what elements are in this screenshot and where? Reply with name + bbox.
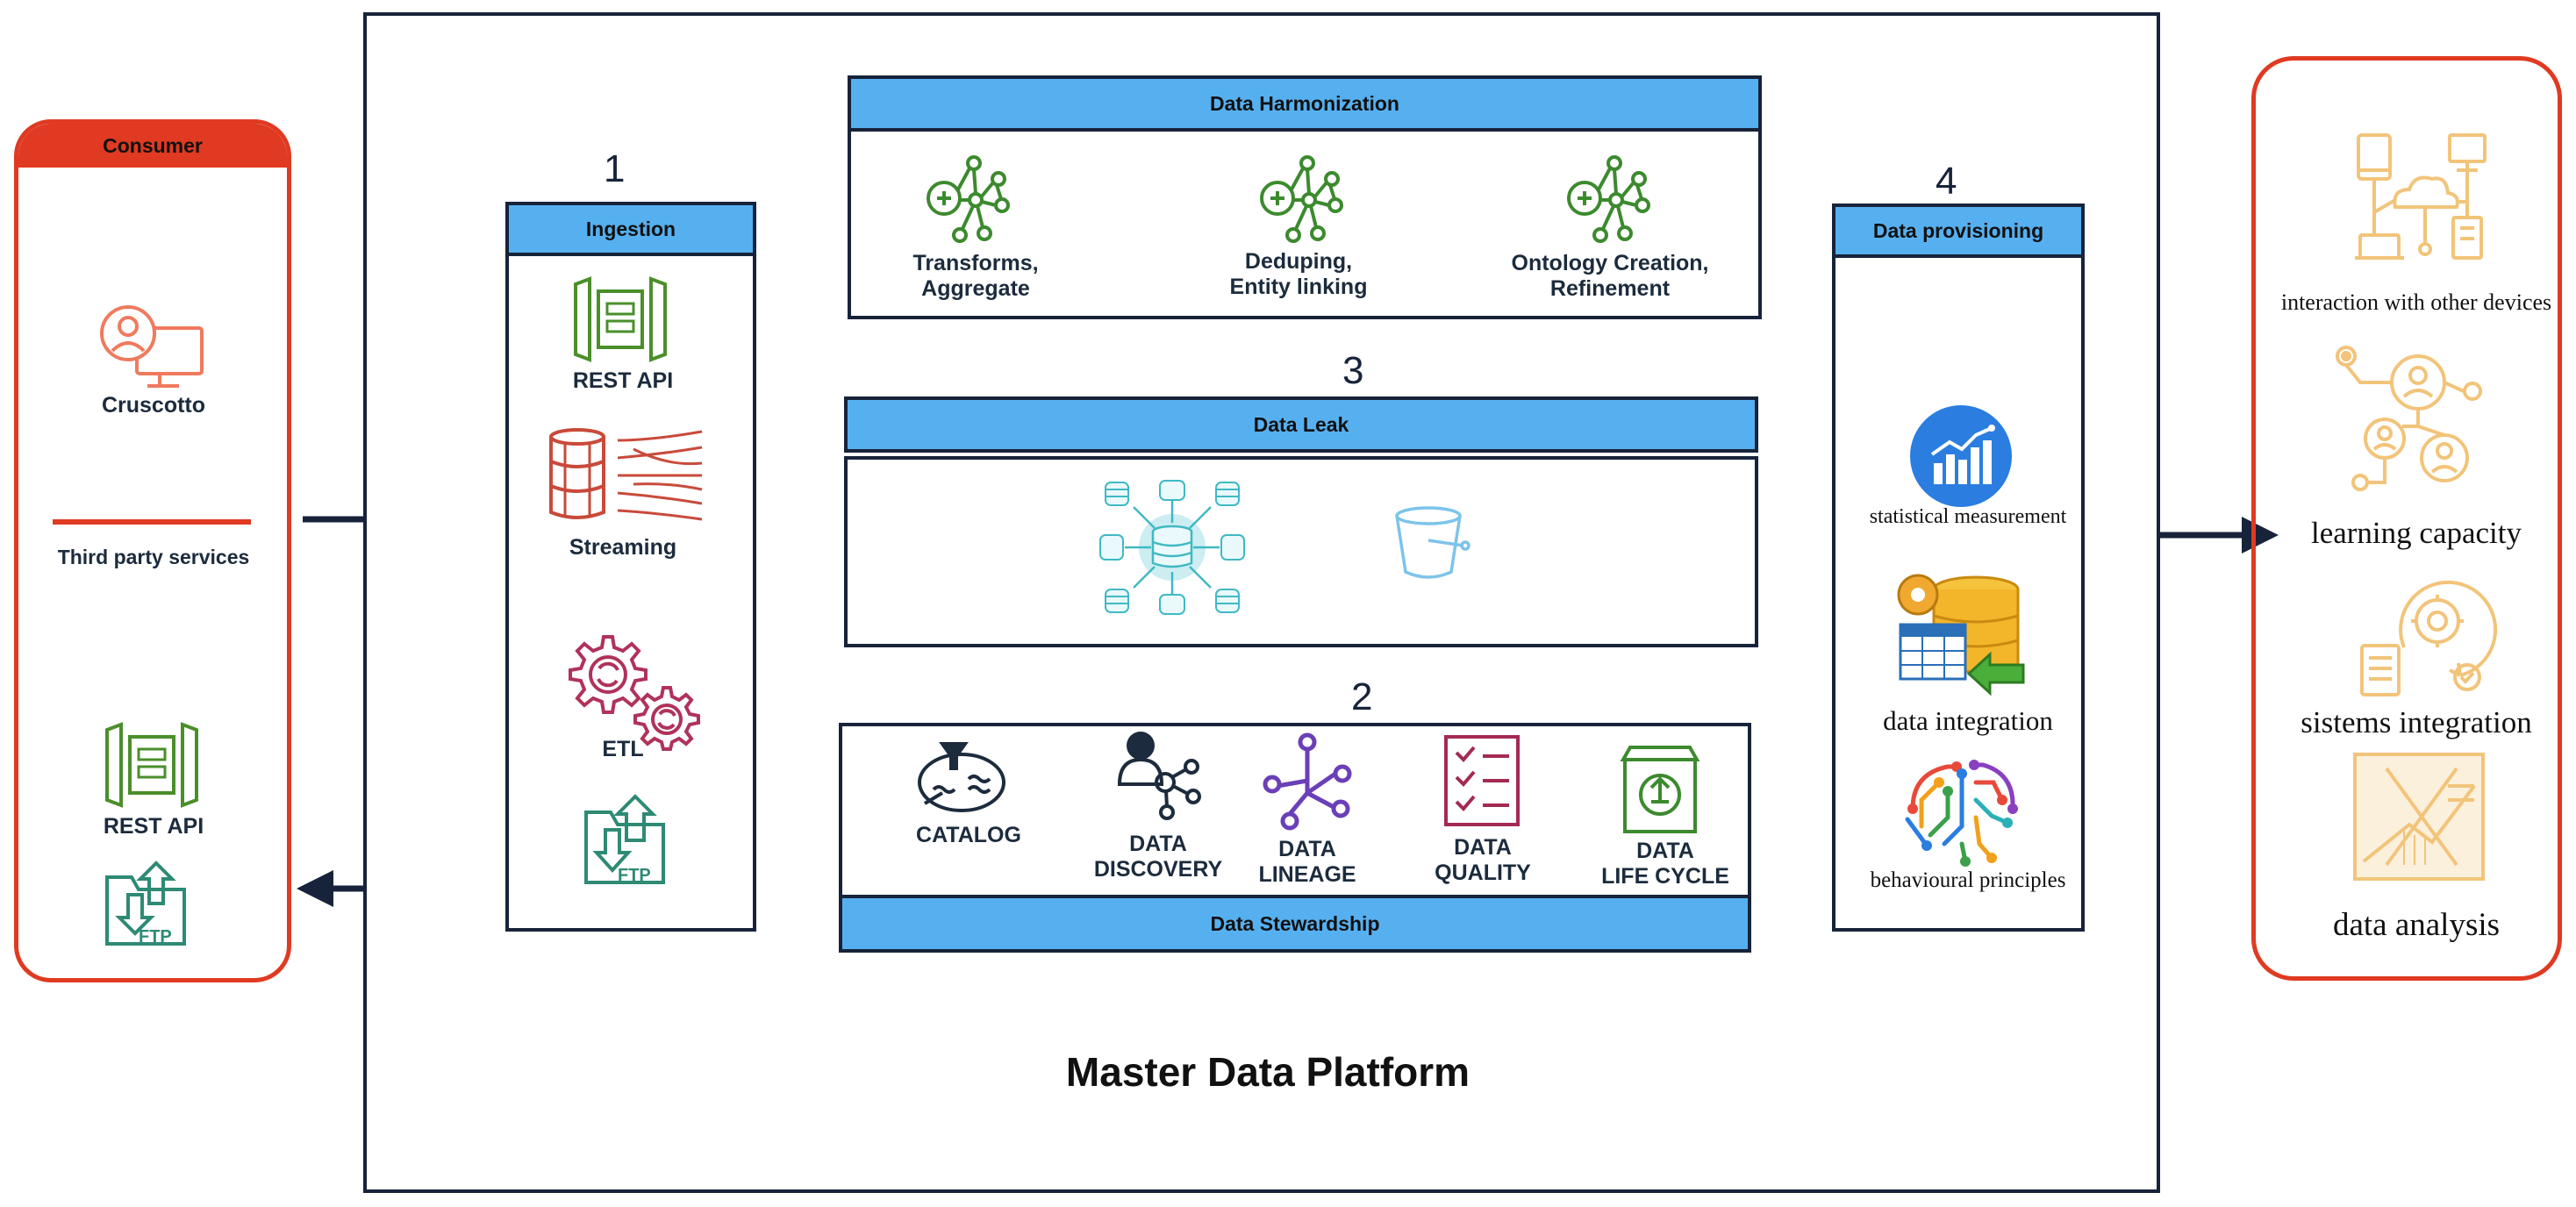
dashboard-user-icon xyxy=(100,305,204,388)
outputs-panel xyxy=(2251,56,2562,981)
data-harmonization-header: Data Harmonization xyxy=(848,75,1762,132)
data-provisioning-box xyxy=(1832,204,2085,932)
output-item-learning: learning capacity xyxy=(2310,516,2522,550)
output-item-interaction: interaction with other devices xyxy=(2280,289,2552,315)
transform-network-icon xyxy=(927,155,1010,243)
data-lineage-icon xyxy=(1263,732,1352,831)
etl-gears-icon xyxy=(569,635,700,751)
ingestion-item-rest-api: REST API xyxy=(572,368,674,393)
harmonization-item-transforms: Transforms, Aggregate xyxy=(912,251,1039,301)
ontology-network-icon xyxy=(1567,155,1650,243)
consumer-divider xyxy=(53,519,251,525)
data-stewardship-header: Data Stewardship xyxy=(839,895,1751,953)
ftp-icon: FTP xyxy=(584,794,665,885)
svg-text:FTP: FTP xyxy=(618,866,651,885)
connected-devices-icon xyxy=(2355,133,2487,260)
ingestion-box xyxy=(505,202,756,932)
consumer-item-cruscotto: Cruscotto xyxy=(101,393,206,418)
harmonization-item-deduping: Deduping, Entity linking xyxy=(1229,249,1368,299)
stewardship-item-quality: DATA QUALITY xyxy=(1435,835,1531,885)
stewardship-item-catalog: CATALOG xyxy=(916,823,1021,847)
data-discovery-icon xyxy=(1117,732,1201,820)
provisioning-item-behavioural: behavioural principles xyxy=(1870,868,2066,892)
data-leak-box xyxy=(844,456,1758,647)
stewardship-item-lineage: DATA LINEAGE xyxy=(1258,837,1356,887)
platform-title: Master Data Platform xyxy=(1065,1049,1470,1095)
provisioning-item-integration: data integration xyxy=(1883,705,2053,736)
statistical-chart-icon xyxy=(1910,405,2012,507)
output-item-systems: sistems integration xyxy=(2301,705,2532,739)
consumer-item-third-party: Third party services xyxy=(57,546,250,568)
ingestion-item-etl: ETL xyxy=(602,737,644,761)
provisioning-item-statistical: statistical measurement xyxy=(1869,505,2067,528)
dedup-network-icon xyxy=(1260,155,1343,243)
data-lake-network-icon xyxy=(1099,480,1245,615)
step-number-4: 4 xyxy=(1936,160,1957,203)
learning-network-icon xyxy=(2336,346,2482,491)
step-number-2: 2 xyxy=(1351,675,1373,718)
data-leak-header: Data Leak xyxy=(844,396,1758,453)
rest-api-icon xyxy=(574,276,667,362)
svg-text:FTP: FTP xyxy=(139,927,172,946)
stewardship-item-discovery: DATA DISCOVERY xyxy=(1093,832,1223,882)
consumer-item-rest-api: REST API xyxy=(103,814,204,839)
data-integration-icon xyxy=(1897,574,2025,696)
stewardship-item-lifecycle: DATA LIFE CYCLE xyxy=(1601,839,1729,889)
consumer-panel: Consumer xyxy=(14,119,291,982)
data-provisioning-header: Data provisioning xyxy=(1832,204,2085,258)
catalog-icon xyxy=(918,742,1005,812)
brain-circuit-icon xyxy=(1905,760,2018,867)
data-lifecycle-icon xyxy=(1620,746,1700,833)
streaming-icon xyxy=(549,428,703,521)
harmonization-item-ontology: Ontology Creation, Refinement xyxy=(1511,251,1709,301)
data-quality-checklist-icon xyxy=(1444,735,1520,826)
consumer-header: Consumer xyxy=(18,124,287,168)
output-item-analysis: data analysis xyxy=(2332,907,2501,943)
ftp-icon: FTP xyxy=(105,861,186,946)
systems-integration-icon xyxy=(2360,580,2498,696)
step-number-3: 3 xyxy=(1342,349,1364,392)
storage-bucket-icon xyxy=(1395,506,1470,579)
rest-api-icon xyxy=(105,722,198,808)
step-number-1: 1 xyxy=(604,147,626,190)
ingestion-header: Ingestion xyxy=(505,202,756,256)
ingestion-item-streaming: Streaming xyxy=(569,535,677,560)
data-analysis-chart-icon xyxy=(2353,753,2485,881)
